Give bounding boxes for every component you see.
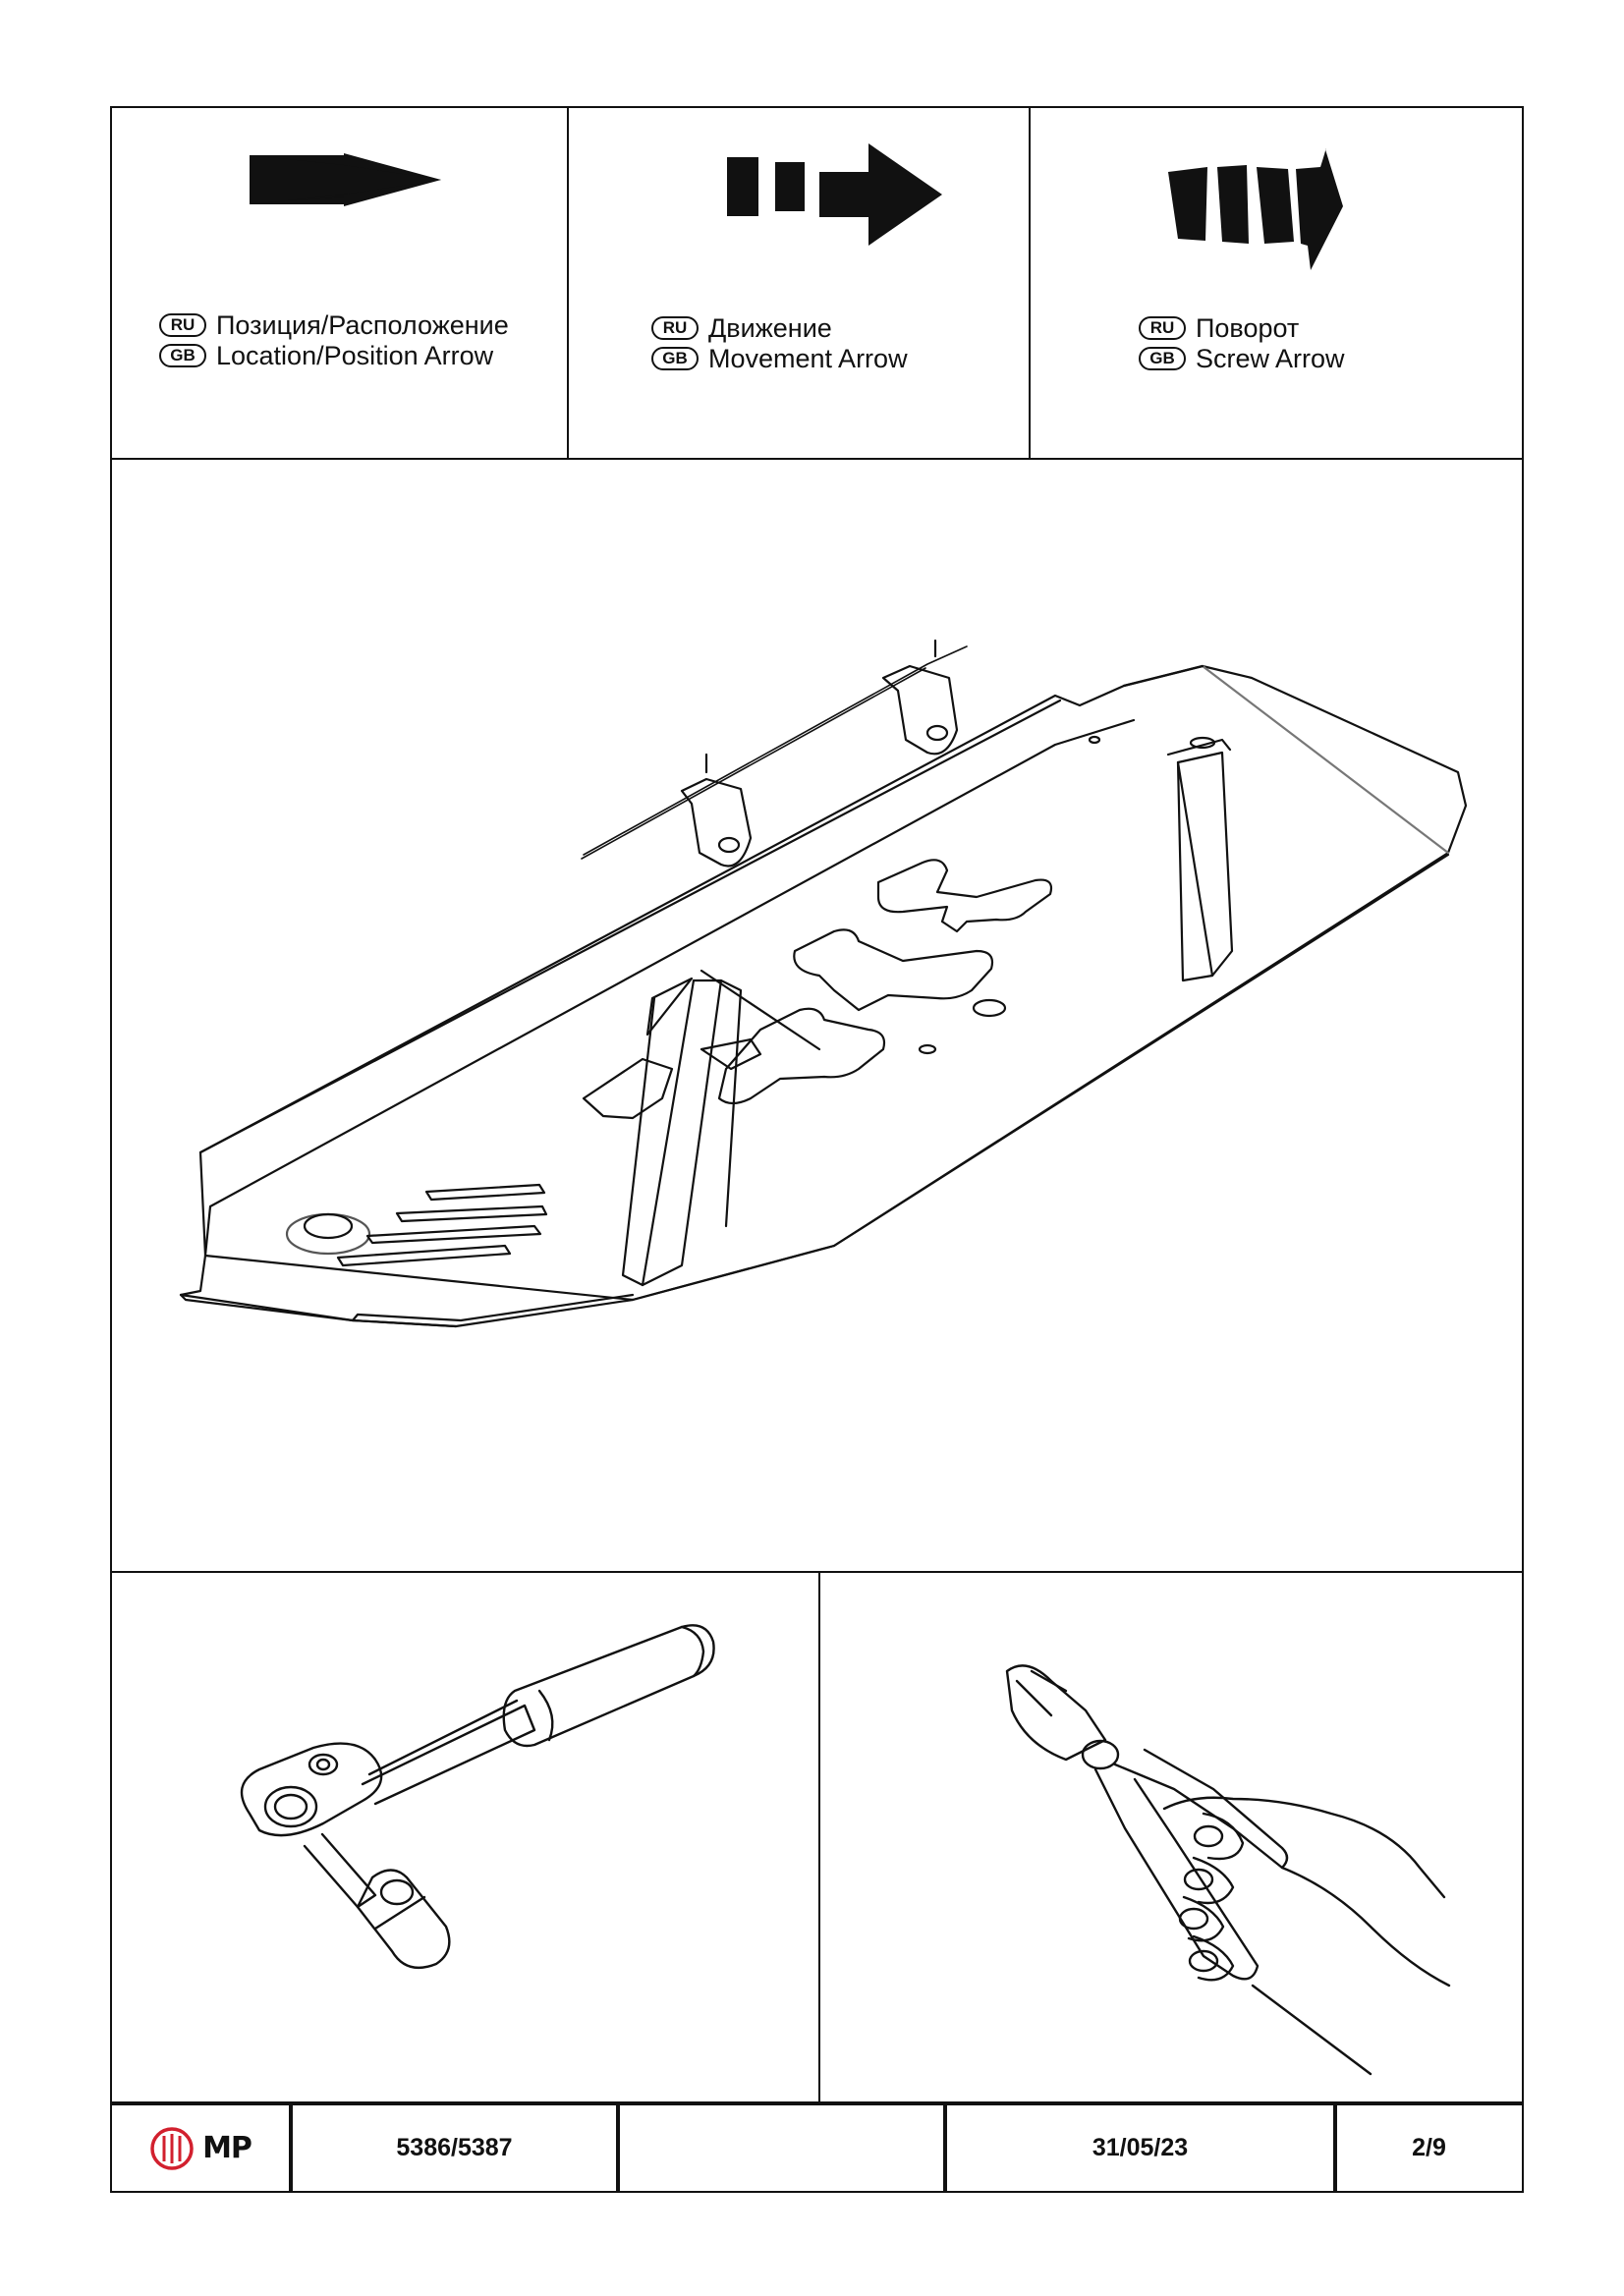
skid-plate-assembly-drawing xyxy=(179,639,1468,1328)
date-cell: 31/05/23 xyxy=(943,2105,1333,2191)
ru-badge: RU xyxy=(651,316,699,340)
gb-badge: GB xyxy=(651,347,699,370)
legend-gb-text: Screw Arrow xyxy=(1196,344,1345,373)
blank-cell xyxy=(616,2105,943,2191)
gb-badge: GB xyxy=(1139,347,1186,370)
legend-screw-arrow: RU Поворот GB Screw Arrow xyxy=(1029,108,1526,458)
page-number: 2/9 xyxy=(1412,2134,1446,2161)
screw-arrow-icon xyxy=(1168,148,1343,270)
gb-badge: GB xyxy=(159,344,206,367)
logo-text: MP xyxy=(202,2131,252,2165)
ru-badge: RU xyxy=(159,313,206,337)
legend-ru-text: Поворот xyxy=(1196,313,1300,343)
mp-logo-icon xyxy=(150,2126,194,2170)
location-arrow-icon xyxy=(250,153,441,206)
instruction-sheet-frame: RU Позиция/Расположение GB Location/Posi… xyxy=(110,106,1524,2193)
legend-movement-arrow: RU Движение GB Movement Arrow xyxy=(567,108,1029,458)
legend-ru-text: Движение xyxy=(708,313,832,343)
footer-title-block: MP 5386/5387 31/05/23 2/9 xyxy=(112,2101,1522,2191)
page-cell: 2/9 xyxy=(1333,2105,1521,2191)
tool-pliers-cell xyxy=(818,1573,1526,2101)
arrow-legend-row: RU Позиция/Расположение GB Location/Posi… xyxy=(112,108,1522,460)
footer-logo-cell: MP xyxy=(112,2105,289,2191)
revision-date: 31/05/23 xyxy=(1092,2134,1189,2161)
legend-ru-text: Позиция/Расположение xyxy=(216,310,509,340)
movement-arrow-icon xyxy=(727,143,942,246)
part-number-cell: 5386/5387 xyxy=(289,2105,616,2191)
legend-gb-text: Movement Arrow xyxy=(708,344,908,373)
ratchet-wrench-icon xyxy=(240,1624,715,1969)
part-number: 5386/5387 xyxy=(396,2134,513,2161)
ru-badge: RU xyxy=(1139,316,1186,340)
legend-location-arrow: RU Позиция/Расположение GB Location/Posi… xyxy=(112,108,567,458)
tool-ratchet-cell xyxy=(112,1573,818,2101)
legend-gb-text: Location/Position Arrow xyxy=(216,341,494,370)
required-tools-row xyxy=(112,1573,1522,2101)
side-cutter-pliers-icon xyxy=(1005,1664,1451,2076)
assembly-illustration-area xyxy=(112,460,1522,1573)
